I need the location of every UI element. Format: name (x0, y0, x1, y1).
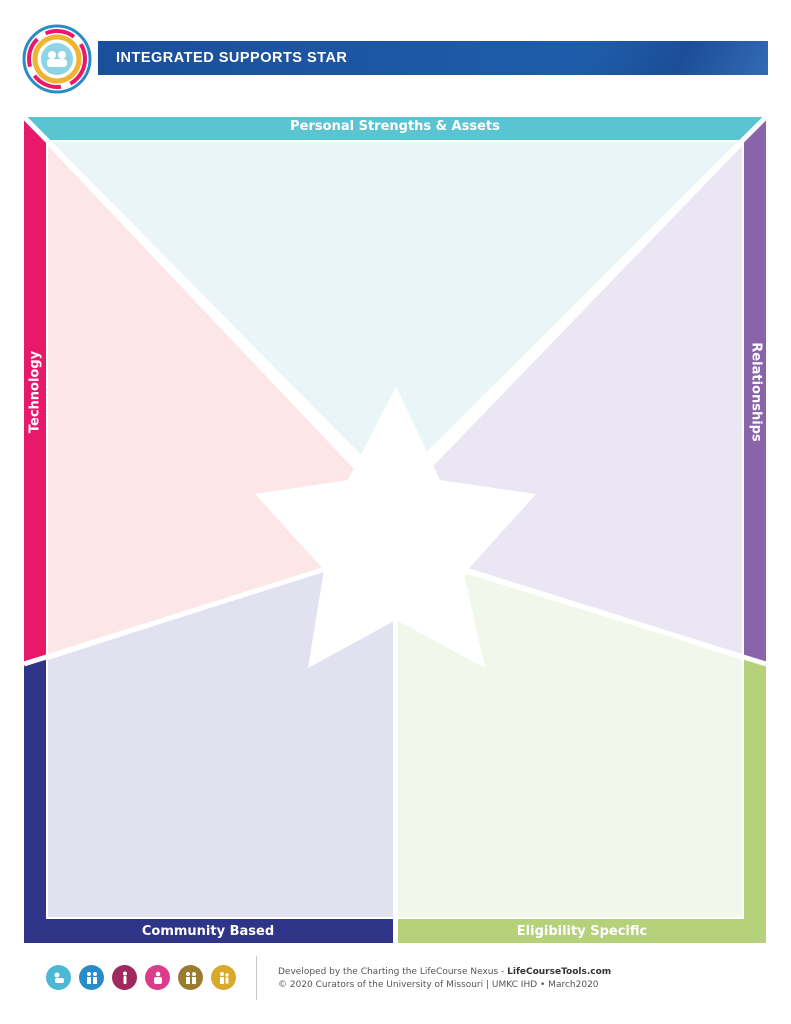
personal-strengths-label: Personal Strengths & Assets (290, 119, 500, 134)
footer-divider (256, 956, 257, 1000)
center-star (255, 386, 536, 668)
eligibility-region (398, 572, 742, 917)
community-icon (145, 965, 170, 990)
health-icon (112, 965, 137, 990)
header-bar: INTEGRATED SUPPORTS STAR (98, 41, 768, 75)
footer-credits: Developed by the Charting the LifeCourse… (278, 966, 611, 992)
lifecourse-logo-icon (22, 24, 92, 94)
citizenship-icon (211, 965, 236, 990)
right-band (744, 117, 766, 664)
footer-icons (46, 965, 236, 990)
page-title: INTEGRATED SUPPORTS STAR (116, 50, 348, 66)
daily-life-icon (46, 965, 71, 990)
strengths-region (50, 142, 740, 488)
footer-line-2: © 2020 Curators of the University of Mis… (278, 980, 599, 990)
footer-line-1: Developed by the Charting the LifeCourse… (278, 966, 611, 979)
eligibility-specific-label: Eligibility Specific (516, 924, 648, 939)
footer-site-link[interactable]: LifeCourseTools.com (507, 967, 612, 977)
footer-developed-by: Developed by the Charting the LifeCourse… (278, 967, 508, 977)
technology-label: Technology (27, 350, 43, 434)
left-band (24, 117, 46, 664)
family-icon (79, 965, 104, 990)
top-band (24, 117, 766, 140)
relationships-label: Relationships (748, 342, 764, 442)
community-region (48, 572, 393, 917)
social-icon (178, 965, 203, 990)
community-based-label: Community Based (141, 924, 275, 939)
